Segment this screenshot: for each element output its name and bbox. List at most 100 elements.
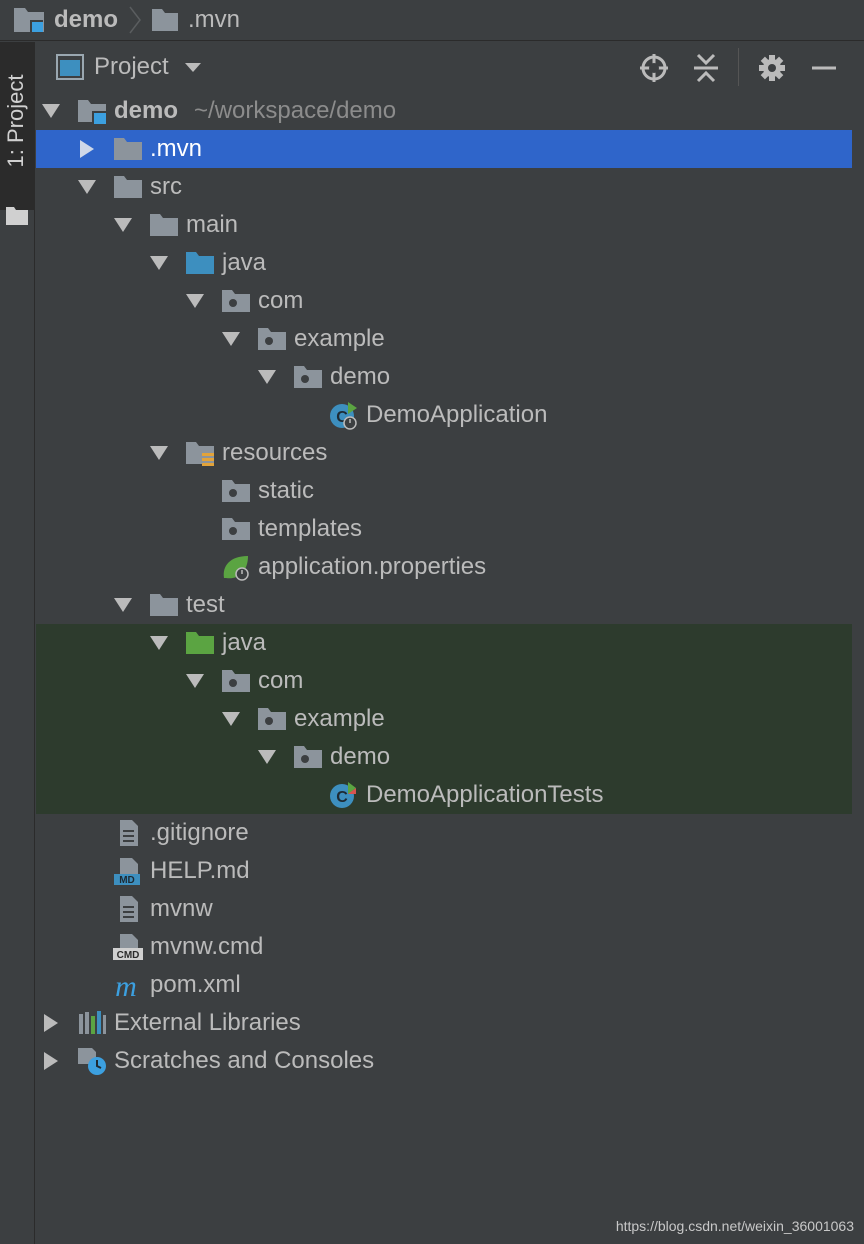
expand-arrow-down-icon[interactable] — [222, 320, 240, 358]
locate-button[interactable] — [636, 50, 672, 86]
test-root-icon — [184, 628, 216, 658]
tree-node[interactable]: demo~/workspace/demo — [36, 92, 852, 130]
module-folder-icon — [14, 8, 44, 32]
header-divider — [738, 48, 739, 86]
expand-arrow-down-icon[interactable] — [258, 358, 276, 396]
tree-node[interactable]: com — [36, 282, 852, 320]
expand-arrow-down-icon[interactable] — [186, 662, 204, 700]
tree-node-label: .mvn — [150, 135, 203, 162]
tree-node-label: demo — [330, 363, 391, 390]
tree-node[interactable]: java — [36, 624, 852, 662]
folder-icon — [152, 9, 179, 31]
tree-node[interactable]: example — [36, 320, 852, 358]
package-icon — [220, 514, 252, 544]
tree-node-label: application.properties — [258, 553, 487, 580]
svg-text:C: C — [336, 789, 348, 806]
expand-arrow-right-icon[interactable] — [42, 1042, 60, 1080]
libraries-icon — [76, 1008, 108, 1038]
breadcrumb-mvn[interactable]: .mvn — [150, 0, 240, 40]
expand-arrow-down-icon[interactable] — [114, 206, 132, 244]
tree-node[interactable]: application.properties — [36, 548, 852, 586]
tree-node-label: main — [186, 211, 239, 238]
expand-arrow-down-icon[interactable] — [222, 700, 240, 738]
breadcrumb-demo[interactable]: demo — [12, 0, 118, 40]
expand-arrow-down-icon[interactable] — [42, 92, 60, 130]
settings-button[interactable] — [754, 50, 790, 86]
tree-node[interactable]: demo — [36, 738, 852, 776]
minimize-icon — [812, 66, 836, 70]
tree-node[interactable]: .gitignore — [36, 814, 852, 852]
locate-icon — [640, 54, 668, 82]
tree-node[interactable]: test — [36, 586, 852, 624]
expand-arrow-right-icon[interactable] — [78, 130, 96, 168]
package-icon — [220, 476, 252, 506]
expand-arrow-down-icon[interactable] — [186, 282, 204, 320]
tree-node[interactable]: resources — [36, 434, 852, 472]
folder-icon — [148, 590, 180, 620]
package-icon — [256, 324, 288, 354]
tree-node[interactable]: com — [36, 662, 852, 700]
tree-node-label: HELP.md — [150, 857, 250, 884]
tree-node-label: Scratches and Consoles — [114, 1047, 375, 1074]
tree-node[interactable]: main — [36, 206, 852, 244]
package-icon — [220, 666, 252, 696]
tree-node[interactable]: java — [36, 244, 852, 282]
panel-title: Project — [94, 53, 169, 80]
package-icon — [220, 286, 252, 316]
folder-icon — [148, 210, 180, 240]
maven-icon: m — [112, 970, 144, 1003]
markdown-file-icon: MD — [112, 856, 144, 886]
tree-node[interactable]: demo — [36, 358, 852, 396]
expand-arrow-down-icon[interactable] — [78, 168, 96, 206]
spring-boot-class-icon: C — [328, 400, 360, 430]
tree-node[interactable]: templates — [36, 510, 852, 548]
project-view-selector[interactable]: Project — [56, 53, 203, 81]
tree-node[interactable]: .mvn — [36, 130, 852, 168]
breadcrumb-label: .mvn — [188, 6, 241, 33]
gear-icon — [759, 55, 785, 81]
package-icon — [292, 362, 324, 392]
tree-node-label: example — [294, 705, 385, 732]
text-file-icon — [112, 818, 144, 848]
scratches-icon — [76, 1046, 108, 1076]
tree-node-label: templates — [258, 515, 363, 542]
tree-node[interactable]: src — [36, 168, 852, 206]
resources-root-icon — [184, 438, 216, 468]
folder-icon — [112, 172, 144, 202]
tree-node-label: src — [150, 173, 182, 200]
tree-node-label: java — [222, 629, 267, 656]
tree-node[interactable]: Scratches and Consoles — [36, 1042, 852, 1080]
folder-icon — [112, 134, 144, 164]
tree-node[interactable]: External Libraries — [36, 1004, 852, 1042]
text-file-icon — [112, 894, 144, 924]
tree-node-path: ~/workspace/demo — [194, 97, 397, 124]
collapse-all-button[interactable] — [688, 50, 724, 86]
tree-node[interactable]: mvnw — [36, 890, 852, 928]
hide-panel-button[interactable] — [806, 50, 842, 86]
tree-node[interactable]: static — [36, 472, 852, 510]
expand-arrow-down-icon[interactable] — [258, 738, 276, 776]
package-icon — [292, 742, 324, 772]
expand-arrow-down-icon[interactable] — [114, 586, 132, 624]
breadcrumb-label: demo — [54, 6, 119, 33]
tree-node-label: static — [258, 477, 315, 504]
tree-node-label: pom.xml — [150, 971, 241, 998]
expand-arrow-down-icon[interactable] — [150, 434, 168, 472]
expand-arrow-right-icon[interactable] — [42, 1004, 60, 1042]
tree-node[interactable]: example — [36, 700, 852, 738]
source-root-icon — [184, 248, 216, 278]
project-stripe-label: 1: Project — [3, 74, 28, 168]
tree-node-label: java — [222, 249, 267, 276]
expand-arrow-down-icon[interactable] — [150, 244, 168, 282]
expand-arrow-down-icon[interactable] — [150, 624, 168, 662]
tree-node-label: test — [186, 591, 225, 618]
tree-node-label: mvnw — [150, 895, 213, 922]
project-tool-window-button[interactable]: 1: Project — [0, 42, 34, 225]
watermark: https://blog.csdn.net/weixin_36001063 — [615, 1218, 854, 1234]
